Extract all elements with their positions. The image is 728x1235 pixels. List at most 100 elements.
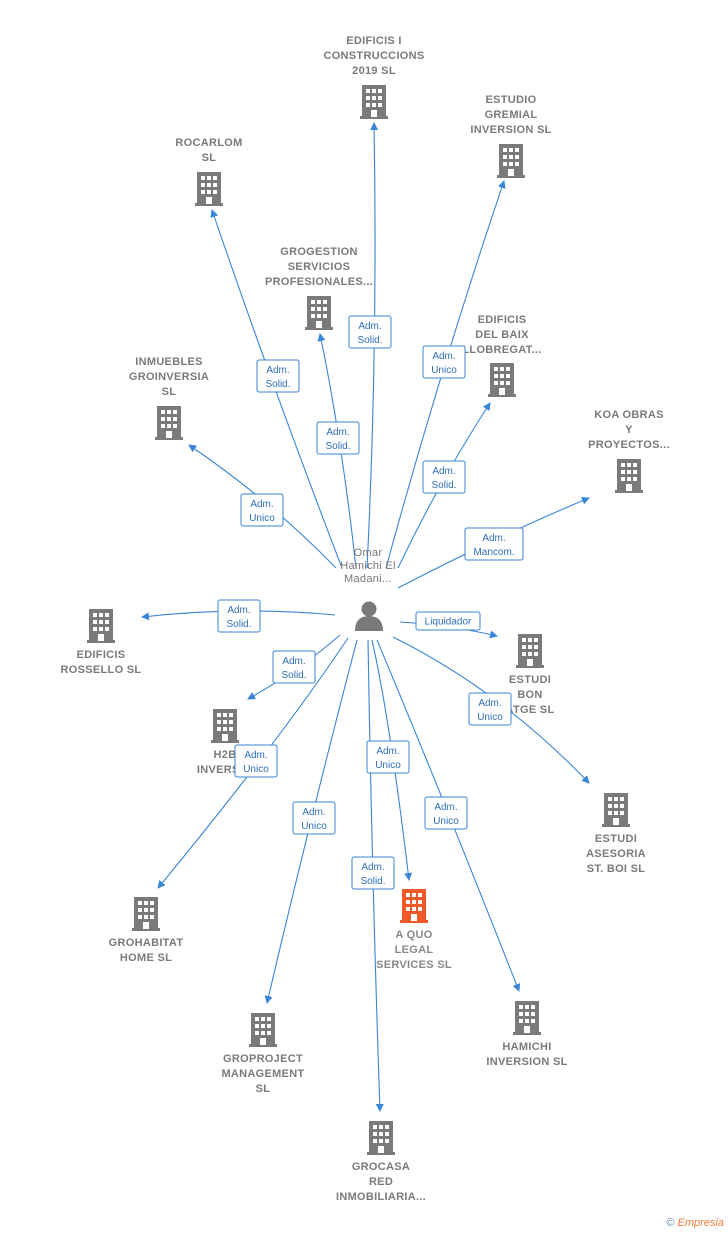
- node-label-line: SL: [256, 1083, 271, 1095]
- role-badge-text: Adm.: [434, 802, 457, 813]
- node-label-line: ST. BOI SL: [587, 863, 646, 875]
- node-label-line: ESTUDIO: [486, 94, 537, 106]
- node-koa-obras[interactable]: KOA OBRASYPROYECTOS...: [588, 409, 670, 493]
- role-badge-text: Liquidador: [425, 617, 472, 628]
- building-icon: [132, 897, 160, 931]
- roles-layer: Adm.Solid.Adm.UnicoAdm.Solid.Adm.Solid.A…: [217, 315, 524, 890]
- node-label-line: RED: [369, 1176, 393, 1188]
- node-label-line: INMOBILIARIA...: [336, 1191, 426, 1203]
- role-badge-edificis-baix[interactable]: Adm. Solid.: [422, 460, 466, 494]
- role-badge-frame: [468, 692, 512, 726]
- role-badge-frame: [366, 740, 410, 774]
- role-badge-rocarlom[interactable]: Adm. Solid.: [256, 359, 300, 393]
- building-icon: [516, 634, 544, 668]
- building-icon: [497, 144, 525, 178]
- node-label-line: ESTUDI: [509, 674, 551, 686]
- node-label-line: ASESORIA: [586, 848, 646, 860]
- person-icon: [355, 601, 383, 631]
- building-icon: [249, 1013, 277, 1047]
- node-label-line: INVERSION SL: [486, 1056, 567, 1068]
- role-badge-text: Adm.: [432, 466, 455, 477]
- node-label-line: PROYECTOS...: [588, 439, 670, 451]
- role-badge-inmuebles-groinversia[interactable]: Adm. Unico: [240, 493, 284, 527]
- role-badge-a-quo-legal[interactable]: Adm.Unico: [366, 740, 410, 774]
- node-label-line: GROCASA: [352, 1161, 410, 1173]
- building-icon: [195, 172, 223, 206]
- role-badge-grogestion[interactable]: Adm.Solid.: [316, 421, 360, 455]
- role-badge-frame: [240, 493, 284, 527]
- footer-brand: © Empresia: [666, 1217, 724, 1229]
- node-label-line: GREMIAL: [485, 109, 538, 121]
- role-badge-frame: [464, 527, 524, 561]
- center-label-line: Hamichi El: [340, 560, 396, 572]
- role-badge-edificis-construccions[interactable]: Adm.Solid.: [348, 315, 392, 349]
- node-hamichi-inversion[interactable]: HAMICHI INVERSION SL: [486, 1001, 567, 1068]
- node-label-line: PROFESIONALES...: [265, 276, 373, 288]
- role-badge-frame: [351, 856, 395, 890]
- role-badge-frame: [234, 744, 278, 778]
- building-icon: [400, 889, 428, 923]
- role-badge-frame: [422, 460, 466, 494]
- node-grocasa-red[interactable]: GROCASA RED INMOBILIARIA...: [336, 1121, 426, 1203]
- role-badge-text: Adm.: [266, 365, 289, 376]
- node-label-line: HAMICHI: [502, 1041, 551, 1053]
- role-badge-hamichi-inversion[interactable]: Adm. Unico: [424, 796, 468, 830]
- building-icon: [305, 296, 333, 330]
- role-badge-estudio-gremial[interactable]: Adm.Unico: [422, 345, 466, 379]
- role-badge-text: Unico: [301, 821, 327, 832]
- node-grogestion[interactable]: GROGESTIONSERVICIOSPROFESIONALES...: [265, 246, 373, 330]
- role-badge-estudi-bon-atge[interactable]: Liquidador: [415, 611, 481, 631]
- role-badge-frame: [316, 421, 360, 455]
- role-badge-frame: [292, 801, 336, 835]
- node-label-line: GROGESTION: [280, 246, 358, 258]
- node-label-line: DEL BAIX: [475, 329, 529, 341]
- role-badge-text: Adm.: [326, 427, 349, 438]
- role-badge-text: Adm.: [282, 656, 305, 667]
- building-icon: [367, 1121, 395, 1155]
- building-icon: [513, 1001, 541, 1035]
- role-badge-estudi-asesoria[interactable]: Adm.Unico: [468, 692, 512, 726]
- node-label-line: ESTUDI: [595, 833, 637, 845]
- role-badge-text: Unico: [249, 513, 275, 524]
- node-label-line: SL: [162, 386, 177, 398]
- role-badge-text: Adm.: [244, 750, 267, 761]
- role-badge-text: Unico: [433, 816, 459, 827]
- node-label-line: Y: [625, 424, 633, 436]
- role-badge-edificis-rossello[interactable]: Adm.Solid.: [217, 599, 261, 633]
- role-badge-text: Solid.: [265, 379, 290, 390]
- role-badge-groproject[interactable]: Adm. Unico: [292, 801, 336, 835]
- role-badge-h2b-inversion[interactable]: Adm.Solid.: [272, 650, 316, 684]
- role-badge-text: Adm.: [302, 807, 325, 818]
- role-badge-text: Adm.: [482, 533, 505, 544]
- center-label-line: Omar: [354, 547, 383, 559]
- role-badge-frame: [256, 359, 300, 393]
- role-badge-text: Solid.: [357, 335, 382, 346]
- role-badge-grocasa-red[interactable]: Adm.Solid.: [351, 856, 395, 890]
- role-badge-koa-obras[interactable]: Adm.Mancom.: [464, 527, 524, 561]
- node-estudi-asesoria[interactable]: ESTUDI ASESORIA ST. BOI SL: [586, 793, 646, 875]
- building-icon: [211, 709, 239, 743]
- role-badge-text: Adm.: [361, 862, 384, 873]
- node-label-line: HOME SL: [120, 952, 172, 964]
- edge-a-quo-legal: [371, 639, 413, 881]
- building-icon: [87, 609, 115, 643]
- role-badge-grohabitat-home[interactable]: Adm. Unico: [234, 744, 278, 778]
- role-badge-text: Solid.: [431, 480, 456, 491]
- role-badge-text: Adm.: [250, 499, 273, 510]
- role-badge-text: Unico: [431, 365, 457, 376]
- role-badge-frame: [348, 315, 392, 349]
- role-badge-text: Unico: [243, 764, 269, 775]
